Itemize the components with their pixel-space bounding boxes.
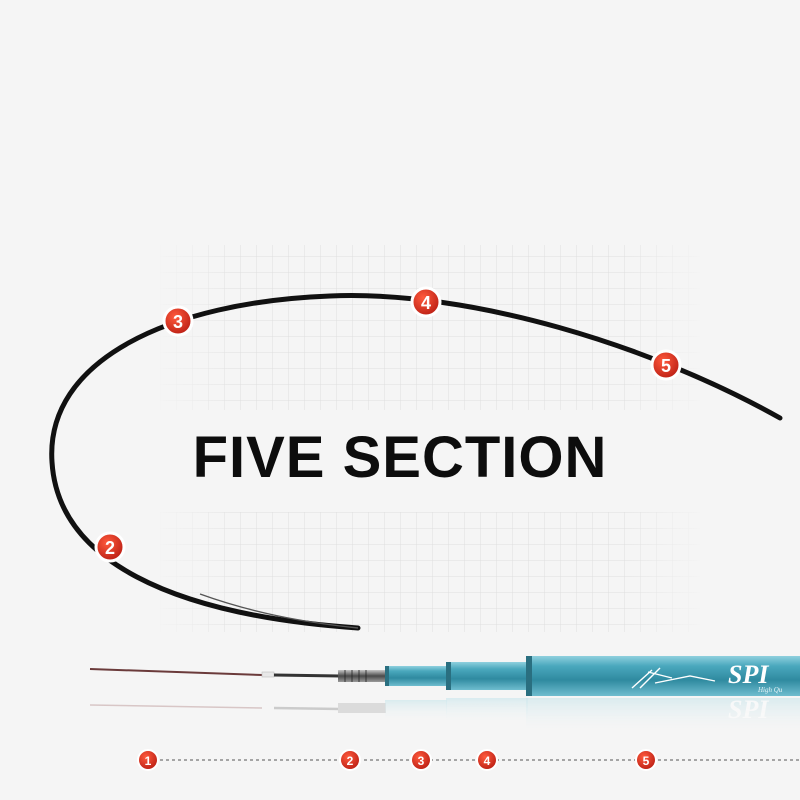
svg-text:5: 5 (643, 754, 650, 768)
section-marker-3: 3 (410, 749, 432, 771)
rod-brand-text: SPI (728, 660, 769, 689)
section-marker-2: 2 (339, 749, 361, 771)
curve-marker-4: 4 (410, 286, 442, 318)
section-marker-1: 1 (137, 749, 159, 771)
svg-text:2: 2 (347, 754, 354, 768)
section-marker-4: 4 (476, 749, 498, 771)
rod-bend-tip (199, 593, 359, 629)
svg-text:3: 3 (173, 312, 183, 332)
svg-text:1: 1 (145, 754, 152, 768)
svg-text:SPI: SPI (728, 695, 769, 724)
rod-tagline-text: High Qu (757, 686, 783, 694)
rod-reflection: SPI (89, 695, 800, 728)
grid-background (160, 245, 700, 632)
curve-marker-2: 2 (94, 531, 126, 563)
headline: FIVE SECTION (192, 425, 608, 490)
curve-marker-5: 5 (650, 349, 682, 381)
svg-text:2: 2 (105, 538, 115, 558)
telescopic-rod: SPI High Qu (89, 656, 800, 696)
rod-bend-curve (49, 293, 783, 631)
section-marker-5: 5 (635, 749, 657, 771)
svg-text:5: 5 (661, 356, 671, 376)
rod-decoration-icon (631, 667, 716, 689)
svg-text:3: 3 (418, 754, 425, 768)
svg-text:4: 4 (484, 754, 491, 768)
svg-text:4: 4 (421, 293, 431, 313)
curve-marker-3: 3 (162, 305, 194, 337)
